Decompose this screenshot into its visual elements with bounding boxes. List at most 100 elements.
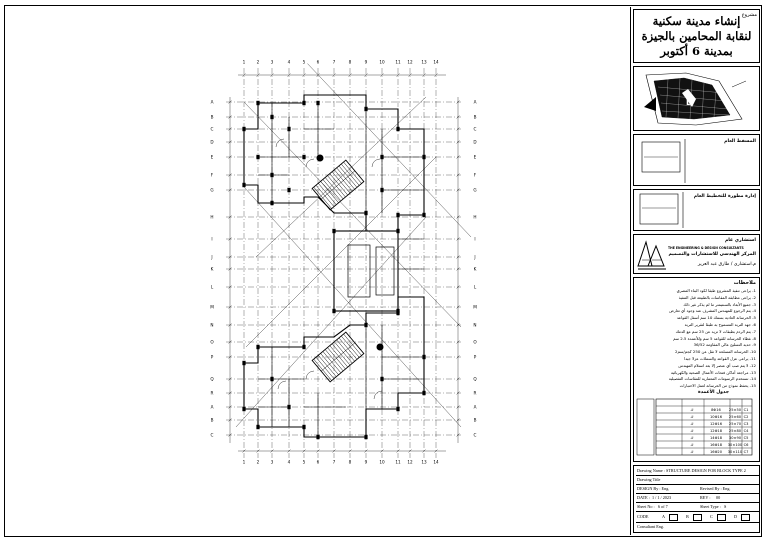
grid-bubble (471, 375, 479, 383)
consultant-eng-row: Consultant Eng. (636, 522, 759, 531)
grid-letter: B (211, 418, 214, 423)
grid-bubble (208, 389, 216, 397)
grid-number: 1 (243, 60, 246, 65)
schedule-cell: ك (691, 422, 694, 426)
svg-text:D: D (686, 98, 693, 107)
grid-bubble (208, 283, 216, 291)
grid-bubble (208, 235, 216, 243)
grid-number: 1 (243, 460, 246, 465)
design-row: DESIGN By : Eng. Revised By : Eng. (636, 484, 759, 494)
architect-box: إدارة مطورة للتخطيط العام (633, 189, 760, 231)
code-box-b (693, 514, 702, 521)
grid-bubble (471, 283, 479, 291)
date-value: 1 / 1 / 2023 (652, 495, 672, 500)
drawing-name-value: STRUCTURE DESIGN FOR BLOCK TYPE 2 (666, 468, 746, 473)
code-row: CODE A B C D (636, 511, 759, 523)
grid-number: 4 (288, 460, 291, 465)
grid-bubble (268, 58, 276, 66)
key-map-image: D (644, 72, 747, 126)
grid-letter: D (473, 140, 476, 145)
grid-number: 13 (421, 60, 427, 65)
notes-box: ملاحظات 1- يراعى تنفيذ المشروع طبقا لكود… (633, 277, 760, 462)
grid-number: 5 (303, 60, 306, 65)
grid-letter: G (210, 188, 213, 193)
grid-letter: L (474, 285, 477, 290)
grid-bubble (208, 265, 216, 273)
grid-letter: C (211, 127, 214, 132)
note-line: 14- تستخدم الرسومات المعمارية للمقاسات ا… (668, 376, 756, 382)
project-tag: مشروع (741, 12, 757, 18)
grid-number: 10 (379, 60, 385, 65)
grid-letter: Q (210, 377, 214, 382)
grid-bubble (208, 375, 216, 383)
code-letter-a: A (662, 514, 666, 519)
note-line: 3- جميع الأبعاد بالسنتيمتر ما لم يذكر غي… (683, 301, 756, 307)
grid-bubble (208, 416, 216, 424)
grid-number: 11 (395, 460, 401, 465)
grid-letter: G (473, 188, 476, 193)
schedule-cell: 14Φ18 (710, 436, 723, 440)
schedule-cell: 25×80 (729, 429, 742, 433)
grid-bubble (208, 186, 216, 194)
grid-letter: B (474, 115, 477, 120)
grid-letter: O (210, 340, 214, 345)
grid-number: 12 (407, 460, 413, 465)
grid-bubble (394, 458, 402, 466)
note-line: 7- يتم الردم بطبقات لا تزيد عن 25 سم مع … (675, 328, 756, 334)
grid-letter: C (474, 433, 477, 438)
grid-letter: H (473, 215, 476, 220)
consultant-box: استشاري عام THE ENGINEERING & DESIGN CON… (633, 234, 760, 274)
schedule-cell: ك (691, 408, 694, 412)
grid-bubble (254, 58, 262, 66)
grid-bubble (471, 125, 479, 133)
consultant-line-2: المركز الهندسي للاستشارات والتصميم (668, 252, 756, 257)
grid-bubble (471, 338, 479, 346)
grid-letter: M (473, 305, 477, 310)
dimension-lines (228, 73, 460, 453)
interior-partitions (258, 103, 424, 437)
grid-letter: A (211, 100, 214, 105)
rev-value: 00 (716, 495, 721, 500)
sheet-type-value: S (724, 504, 727, 509)
grid-bubble (208, 138, 216, 146)
grid-letter: D (210, 140, 213, 145)
schedule-cell: 25×50 (729, 408, 742, 412)
schedule-cell: 16Φ18 (710, 443, 723, 447)
grid-letter: N (210, 323, 213, 328)
grid-number: 3 (271, 460, 274, 465)
grid-number: 4 (288, 60, 291, 65)
title-block: إنشاء مدينة سكنية لنقابة المحامين بالجيز… (630, 7, 762, 535)
grid-letter: P (474, 355, 477, 360)
staircase (311, 331, 365, 383)
grid-bubble (208, 98, 216, 106)
note-line: 1- يراعى تنفيذ المشروع طبقا لكود البناء … (676, 288, 756, 293)
grid-bubble (378, 458, 386, 466)
schedule-cell: 25×60 (729, 415, 742, 419)
drawing-title-row: Drawing Title (636, 475, 759, 485)
note-line: 10- الخرسانة المسلحة لا تقل عن 250 كجم/س… (675, 349, 756, 355)
note-line: 12- لا يتم صب أي عنصر إلا بعد استلام الم… (678, 362, 756, 368)
date-row: DATE : 1 / 1 / 2023 REV : 00 (636, 493, 759, 503)
schedule-cell: C1 (744, 408, 749, 412)
schedule-cell: ك (691, 450, 694, 454)
grid-letter: F (474, 173, 477, 178)
architect-label: إدارة مطورة للتخطيط العام (693, 194, 756, 199)
grid-bubble (300, 458, 308, 466)
grid-bubble (314, 458, 322, 466)
grid-bubble (471, 98, 479, 106)
code-box-c (717, 514, 726, 521)
schedule-cell: 8Φ16 (711, 408, 721, 412)
note-line: 13- مراجعة أماكن فتحات الأعمال الصحية وا… (670, 369, 756, 375)
grid-bubble (471, 186, 479, 194)
sheet-no-label: Sheet No : (637, 504, 655, 509)
grid-bubble (471, 213, 479, 221)
note-line: 9- حديد التسليح عالي المقاومة 36/52 (693, 342, 756, 348)
schedule-cell: C3 (744, 422, 749, 426)
schedule-cell: ك (691, 436, 694, 440)
sheet-type-label: Sheet Type : (700, 504, 721, 509)
grid-number: 14 (433, 460, 439, 465)
grid-bubble (471, 253, 479, 261)
